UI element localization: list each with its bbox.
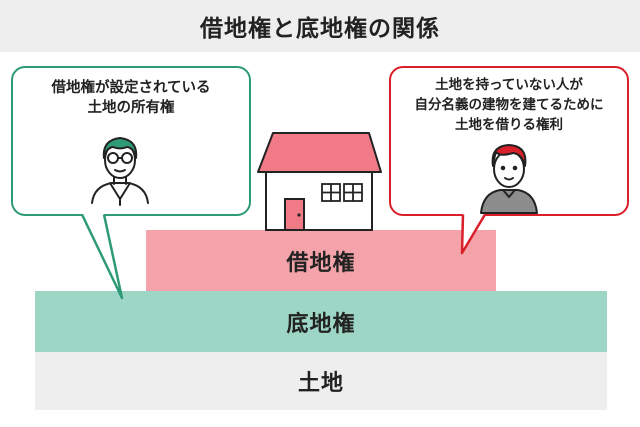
elderly-man-icon	[91, 137, 149, 206]
owner-bubble-line-2: 土地の所有権	[87, 100, 175, 116]
young-man-icon	[480, 144, 538, 214]
owner-bubble-text: 借地権が設定されている 土地の所有権	[13, 78, 249, 118]
layer-sokochiken: 底地権	[35, 291, 607, 352]
house-icon	[257, 132, 382, 231]
tenant-bubble-line-1: 土地を持っていない人が	[435, 77, 583, 93]
layer-shakuchiken-label: 借地権	[286, 250, 356, 276]
layer-tochi: 土地	[35, 352, 607, 410]
tenant-bubble-text: 土地を持っていない人が 自分名義の建物を建てるために 土地を借りる権利	[391, 75, 627, 135]
diagram-title: 借地権と底地権の関係	[200, 16, 440, 42]
tenant-bubble-line-3: 土地を借りる権利	[455, 117, 563, 133]
owner-bubble-line-1: 借地権が設定されている	[51, 80, 211, 96]
owner-bubble-tail	[80, 213, 124, 300]
tenant-bubble-tail	[460, 213, 487, 255]
layer-tochi-label: 土地	[297, 371, 344, 396]
layer-sokochiken-label: 底地権	[286, 311, 356, 337]
tenant-bubble-line-2: 自分名義の建物を建てるために	[414, 97, 604, 113]
layer-shakuchiken: 借地権	[146, 230, 496, 291]
owner-speech-bubble: 借地権が設定されている 土地の所有権	[11, 66, 251, 216]
title-bar: 借地権と底地権の関係	[0, 0, 640, 52]
